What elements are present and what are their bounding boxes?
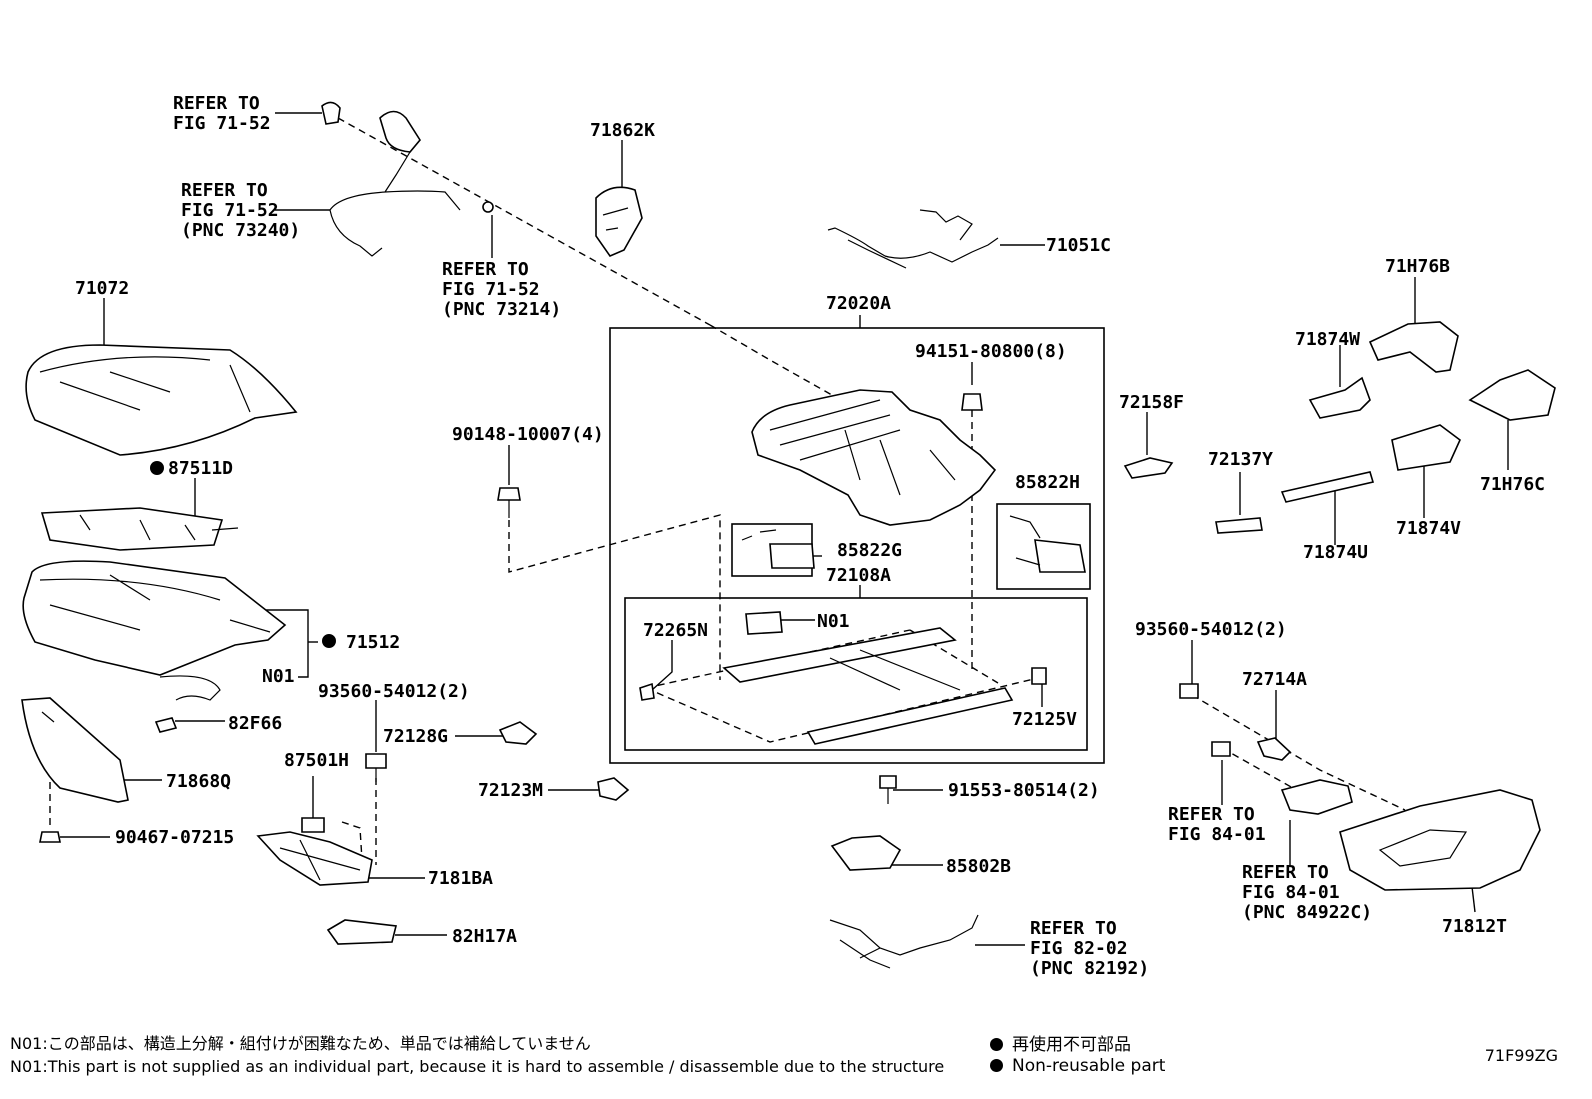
- part-72714A-label: 72714A: [1242, 669, 1307, 690]
- legend-japanese-text: 再使用不可部品: [1012, 1035, 1131, 1055]
- part-N01-seat-label: N01: [262, 666, 295, 687]
- part-71512-label: 71512: [346, 632, 400, 653]
- part-85822G-label: 85822G: [837, 540, 902, 561]
- part-72108A-label: 72108A: [826, 565, 891, 586]
- part-85802B-label: 85802B: [946, 856, 1011, 877]
- part-93560-left-label: 93560-54012(2): [318, 681, 470, 702]
- part-71862K-label: 71862K: [590, 120, 655, 141]
- part-82H17A-label: 82H17A: [452, 926, 517, 947]
- non-reusable-marker-87511D: [150, 461, 164, 475]
- filled-circle-icon: [990, 1059, 1003, 1072]
- non-reusable-marker-71512: [322, 634, 336, 648]
- legend-english-text: Non-reusable part: [1012, 1056, 1166, 1076]
- part-72123M-label: 72123M: [478, 780, 543, 801]
- figure-code: 71F99ZG: [1484, 1046, 1558, 1065]
- part-85822H-label: 85822H: [1015, 472, 1080, 493]
- legend-japanese: 再使用不可部品: [990, 1030, 1131, 1055]
- part-94151-label: 94151-80800(8): [915, 341, 1067, 362]
- part-91553-label: 91553-80514(2): [948, 780, 1100, 801]
- part-71868Q-label: 71868Q: [166, 771, 231, 792]
- part-71H76C-label: 71H76C: [1480, 474, 1545, 495]
- part-7181BA-label: 7181BA: [428, 868, 493, 889]
- part-72158F-label: 72158F: [1119, 392, 1184, 413]
- part-72128G-label: 72128G: [383, 726, 448, 747]
- part-71812T-label: 71812T: [1442, 916, 1507, 937]
- part-71874V-label: 71874V: [1396, 518, 1461, 539]
- part-82F66-label: 82F66: [228, 713, 282, 734]
- part-71H76B-label: 71H76B: [1385, 256, 1450, 277]
- filled-circle-icon: [990, 1038, 1003, 1051]
- footnote-english: N01:This part is not supplied as an indi…: [10, 1057, 945, 1076]
- part-87501H-label: 87501H: [284, 750, 349, 771]
- part-90467-label: 90467-07215: [115, 827, 234, 848]
- part-N01-frame-label: N01: [817, 611, 850, 632]
- assembly-boxes: [609, 327, 1105, 764]
- part-90148-label: 90148-10007(4): [452, 424, 604, 445]
- part-72125V-label: 72125V: [1012, 709, 1077, 730]
- part-87511D-label: 87511D: [168, 458, 233, 479]
- part-93560-right-label: 93560-54012(2): [1135, 619, 1287, 640]
- part-71051C-label: 71051C: [1046, 235, 1111, 256]
- footnote-japanese: N01:この部品は、構造上分解・組付けが困難なため、単品では補給していません: [10, 1034, 591, 1053]
- part-71072-label: 71072: [75, 278, 129, 299]
- legend-english: Non-reusable part: [990, 1056, 1165, 1076]
- part-sketches: [21, 101, 1556, 969]
- part-72020A-label: 72020A: [826, 293, 891, 314]
- part-72137Y-label: 72137Y: [1208, 449, 1273, 470]
- part-71874U-label: 71874U: [1303, 542, 1368, 563]
- part-71874W-label: 71874W: [1295, 329, 1360, 350]
- part-72265N-label: 72265N: [643, 620, 708, 641]
